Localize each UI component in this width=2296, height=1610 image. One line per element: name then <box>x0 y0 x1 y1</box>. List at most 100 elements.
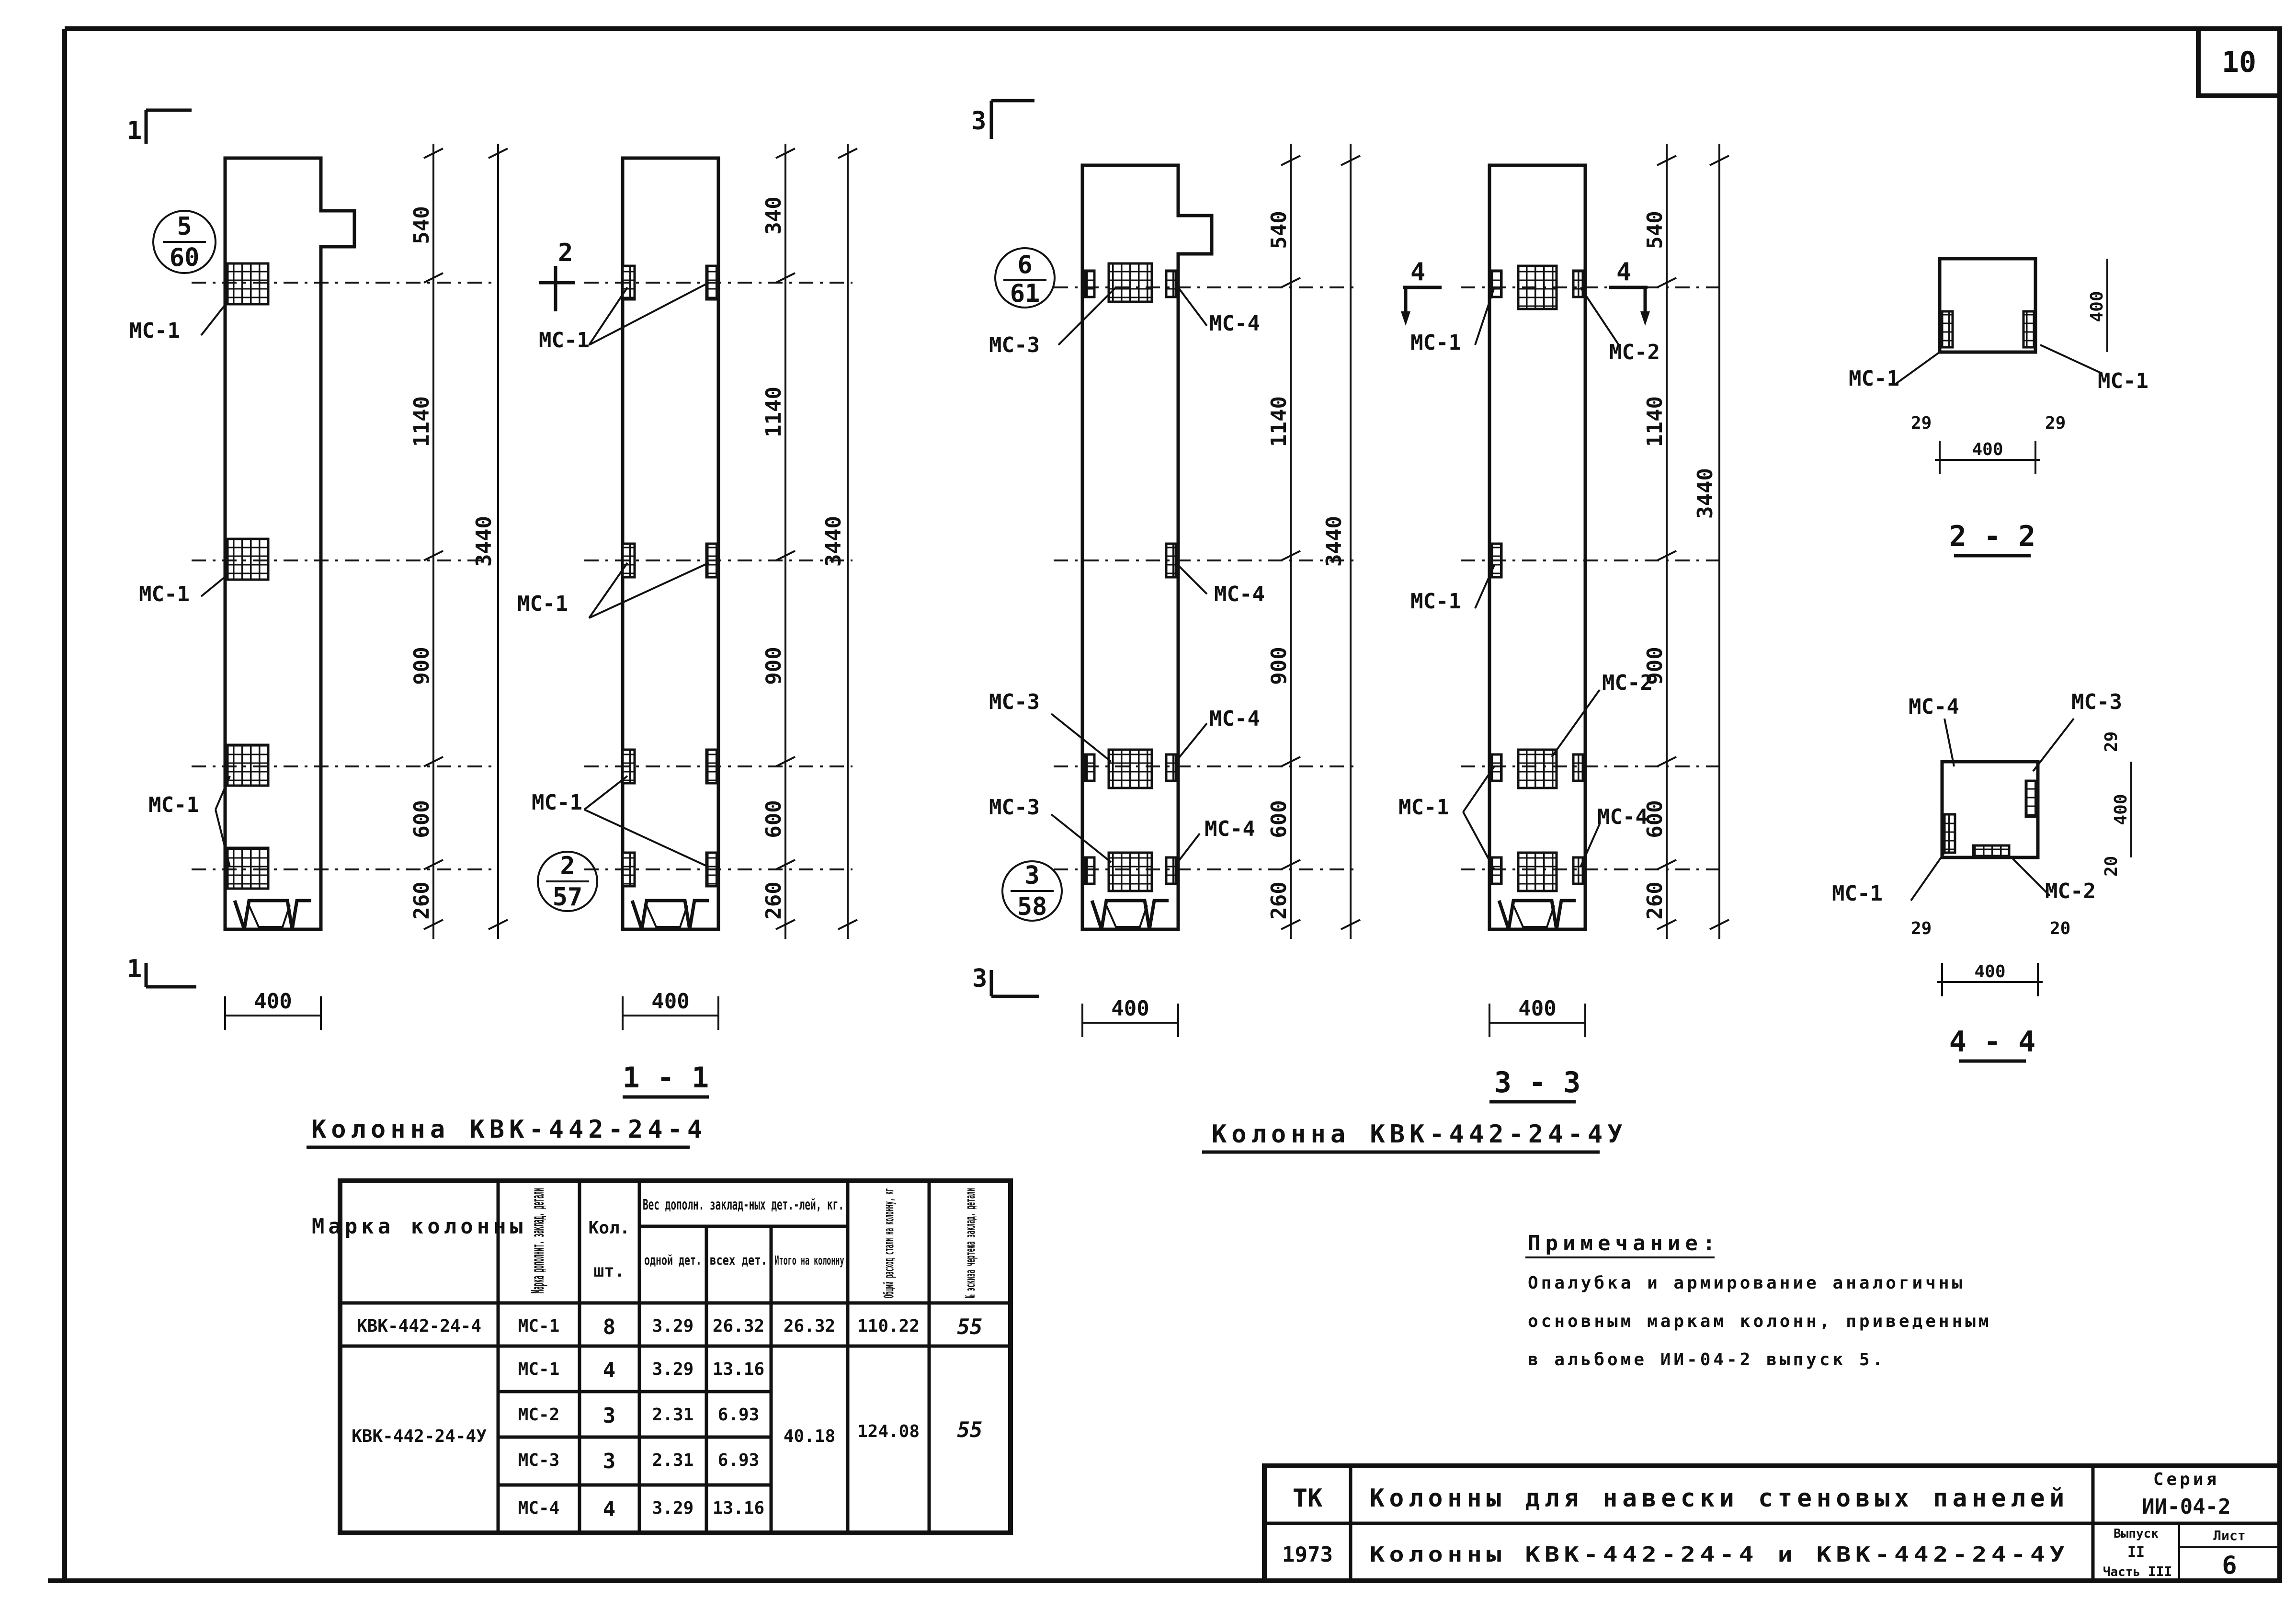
svg-text:20: 20 <box>2050 919 2070 938</box>
sheet-number-box: 10 <box>2196 26 2282 98</box>
note-line-1: Опалубка и армирование аналогичны <box>1528 1273 1965 1293</box>
title-line-2: Колонны КВК-442-24-4 и КВК-442-24-4У <box>1370 1542 2069 1567</box>
label-mc1-a: МС-1 <box>129 319 180 343</box>
svg-text:шт.: шт. <box>593 1261 625 1281</box>
svg-text:600: 600 <box>1643 800 1667 838</box>
svg-text:МС-3: МС-3 <box>518 1450 560 1470</box>
svg-text:6.93: 6.93 <box>718 1450 760 1470</box>
note-line-2: основным маркам колонн, приведенным <box>1528 1312 1992 1331</box>
svg-text:3: 3 <box>972 964 987 993</box>
label-mc2-a: МС-2 <box>1609 340 1660 365</box>
svg-text:13.16: 13.16 <box>713 1359 764 1379</box>
svg-text:2.31: 2.31 <box>652 1450 694 1470</box>
column-a-section-1-1: 2 МС-1 МС-1 МС-1 2 57 400 1 - 1 340 114 <box>307 144 858 1149</box>
header-total: Итого на колонну <box>775 1254 844 1268</box>
embedded-parts-table: Марка колонны Марка дополнит. заклад. де… <box>312 1178 1013 1535</box>
row1-mark: КВК-442-24-4 <box>357 1316 481 1336</box>
svg-text:МС-1: МС-1 <box>518 1316 560 1336</box>
svg-text:3: 3 <box>971 107 986 136</box>
svg-text:540: 540 <box>1643 211 1667 249</box>
column-a-elevation: 1 1 400 5 60 МС-1 МС-1 <box>127 108 508 1030</box>
sheet-frame <box>48 26 2282 1583</box>
label-2-2-mc-left: МС-1 <box>1849 366 1899 391</box>
sheet-number: 10 <box>2222 46 2256 79</box>
svg-text:1: 1 <box>127 116 142 145</box>
section-label-4-4: 4 - 4 <box>1949 1025 2036 1059</box>
svg-text:3: 3 <box>1024 861 1039 890</box>
label-mc1-b-3: МС-1 <box>1398 795 1449 820</box>
svg-text:4: 4 <box>1410 258 1425 286</box>
label-2-2-mc-right: МС-1 <box>2098 369 2148 393</box>
label-mc4-d: МС-4 <box>1205 817 1255 841</box>
title-block-tk: ТК <box>1293 1484 1323 1513</box>
svg-text:II: II <box>2127 1544 2145 1561</box>
label-mc4-a: МС-4 <box>1209 311 1260 336</box>
header-steel: Общий расход стали на колонну, кг <box>881 1188 897 1298</box>
label-4-4-mc2: МС-2 <box>2045 879 2096 903</box>
title-block-year: 1973 <box>1282 1542 1333 1567</box>
svg-text:600: 600 <box>409 800 434 838</box>
label-mc4-c: МС-4 <box>1209 707 1260 731</box>
svg-text:Серия: Серия <box>2153 1470 2219 1489</box>
header-qty: Кол. <box>589 1218 630 1238</box>
svg-text:400: 400 <box>651 989 689 1014</box>
svg-text:400: 400 <box>1974 962 2005 982</box>
svg-text:3.29: 3.29 <box>652 1316 694 1336</box>
column-b-section-3-3: 4 4 МС-1 МС-2 МС-1 МС-2 МС-1 МС-4 400 3 … <box>1202 144 1729 1154</box>
svg-text:400: 400 <box>1518 996 1556 1021</box>
svg-text:5: 5 <box>177 212 192 241</box>
svg-text:26.32: 26.32 <box>784 1316 835 1336</box>
label-mc3-c: МС-3 <box>989 795 1040 820</box>
label-4-4-mc4: МС-4 <box>1909 695 1959 719</box>
svg-text:1140: 1140 <box>409 396 434 447</box>
header-weight: Вес дополн. заклад-ных дет.-лей, кг. <box>643 1197 844 1213</box>
svg-text:3440: 3440 <box>472 516 496 567</box>
svg-text:58: 58 <box>1017 892 1047 921</box>
svg-text:57: 57 <box>553 883 583 912</box>
label-mc1-b-2: МС-1 <box>1410 589 1461 614</box>
svg-text:29: 29 <box>1911 413 1932 433</box>
svg-text:6: 6 <box>1017 251 1032 279</box>
title-block: ТК 1973 Колонны для навески стеновых пан… <box>1262 1463 2282 1583</box>
label-mc1-e: МС-1 <box>517 592 568 616</box>
label-4-4-mc3: МС-3 <box>2071 690 2122 714</box>
header-drawing: № эскиза чертежа заклад. детали <box>962 1188 978 1298</box>
svg-text:4: 4 <box>1616 258 1631 286</box>
svg-text:26.32: 26.32 <box>713 1316 764 1336</box>
label-4-4-mc1: МС-1 <box>1832 881 1883 906</box>
svg-text:400: 400 <box>1111 996 1149 1021</box>
svg-text:260: 260 <box>762 881 786 919</box>
svg-text:3440: 3440 <box>821 516 846 567</box>
section-label-3-3: 3 - 3 <box>1494 1066 1581 1099</box>
column-b-title: Колонна КВК-442-24-4У <box>1212 1120 1627 1149</box>
header-mark: Марка колонны <box>312 1214 526 1239</box>
svg-text:3: 3 <box>603 1404 616 1428</box>
svg-text:60: 60 <box>170 243 200 272</box>
dim-ticks-a1 <box>423 148 443 930</box>
svg-text:540: 540 <box>409 206 434 244</box>
section-label-2-2: 2 - 2 <box>1949 520 2036 553</box>
svg-text:3.29: 3.29 <box>652 1359 694 1379</box>
svg-text:260: 260 <box>1267 881 1291 919</box>
svg-text:400: 400 <box>2087 291 2107 322</box>
svg-text:900: 900 <box>762 647 786 685</box>
svg-text:600: 600 <box>762 800 786 838</box>
label-mc1-f: МС-1 <box>532 790 582 815</box>
svg-text:20: 20 <box>2102 856 2121 877</box>
svg-text:2: 2 <box>560 852 575 880</box>
svg-text:Лист: Лист <box>2213 1528 2245 1543</box>
svg-text:400: 400 <box>2111 794 2131 825</box>
svg-text:3: 3 <box>603 1449 616 1473</box>
svg-text:540: 540 <box>1267 211 1291 249</box>
svg-text:4: 4 <box>603 1497 616 1521</box>
svg-text:2: 2 <box>558 239 573 267</box>
svg-text:55: 55 <box>957 1418 983 1442</box>
column-a-title: Колонна КВК-442-24-4 <box>311 1115 707 1144</box>
svg-text:260: 260 <box>409 881 434 919</box>
svg-text:МС-1: МС-1 <box>518 1359 560 1379</box>
header-extra: Марка дополнит. заклад. детали <box>528 1188 548 1293</box>
label-mc1-d: МС-1 <box>539 328 590 353</box>
svg-text:1140: 1140 <box>1267 396 1291 447</box>
svg-text:110.22: 110.22 <box>857 1316 920 1336</box>
svg-text:29: 29 <box>2045 413 2066 433</box>
